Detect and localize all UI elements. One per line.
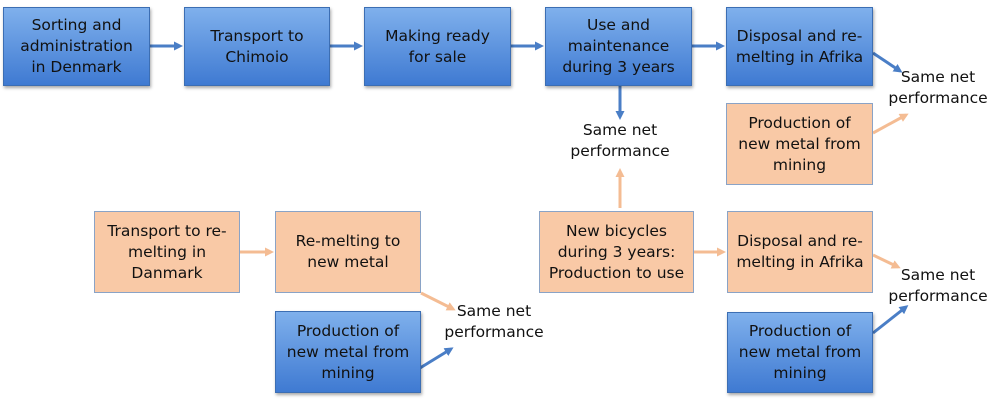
same-net-label-bottom-right: Same net performance — [888, 266, 988, 305]
disposal-top-box: Disposal and re- melting in Afrika — [726, 7, 873, 86]
arrow-production-bottom-right-to-same-net — [872, 305, 909, 335]
production-top-right-box: Production of new metal from mining — [726, 103, 873, 185]
disposal-bottom-box: Disposal and re- melting in Afrika — [727, 211, 873, 293]
same-net-label-middle: Same net performance — [570, 121, 670, 160]
sorting-box: Sorting and administration in Denmark — [3, 7, 150, 86]
transport-remelting-box: Transport to re- melting in Danmark — [94, 211, 240, 293]
making-ready-box: Making ready for sale — [364, 7, 511, 86]
production-bottom-right-box: Production of new metal from mining — [727, 312, 873, 393]
arrow-production-top-to-same-net — [872, 113, 909, 135]
transport-chimoio-box: Transport to Chimoio — [184, 7, 330, 86]
arrow-disposal-bottom-to-same-net — [872, 253, 901, 269]
arrow-remelting-to-same-net — [420, 291, 456, 311]
use-maintenance-box: Use and maintenance during 3 years — [545, 7, 692, 86]
same-net-label-bottom-left: Same net performance — [444, 302, 544, 341]
new-bicycles-box: New bicycles during 3 years: Production … — [539, 211, 694, 293]
production-bottom-left-box: Production of new metal from mining — [275, 311, 421, 393]
arrow-disposal-to-same-net — [872, 51, 903, 73]
same-net-label-top-right: Same net performance — [888, 68, 988, 107]
remelting-box: Re-melting to new metal — [275, 211, 421, 293]
arrow-production-bottom-left-to-same-net — [419, 347, 454, 370]
